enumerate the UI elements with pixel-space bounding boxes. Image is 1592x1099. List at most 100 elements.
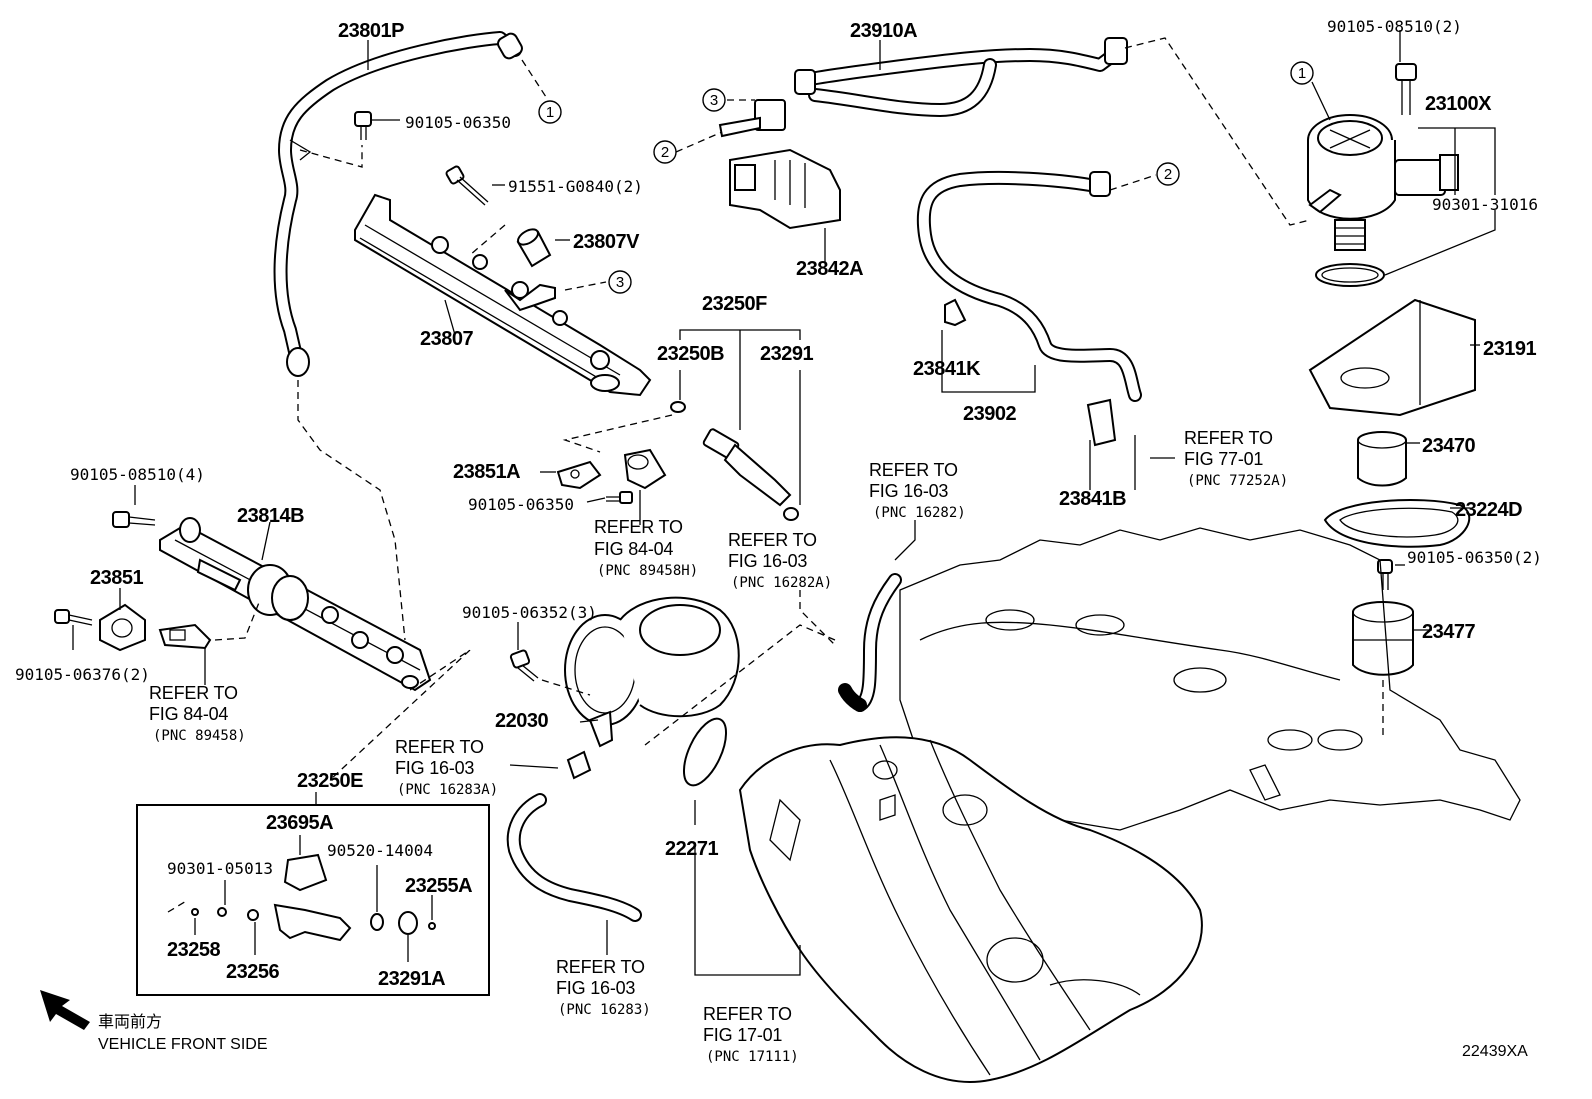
part-label-23256[interactable]: 23256 <box>226 961 280 983</box>
refer-line-3: (PNC 16282A) <box>731 575 832 591</box>
part-label-23814B[interactable]: 23814B <box>237 505 305 527</box>
insulator-23851-drawing <box>99 603 146 652</box>
refer-line-1: REFER TO <box>869 460 958 480</box>
callout-2-text: 2 <box>661 144 669 161</box>
callout-circle-2-b: 2 <box>1156 162 1180 186</box>
part-label-23291[interactable]: 23291 <box>760 343 814 365</box>
callout-circle-1-a: 1 <box>538 100 562 124</box>
part-label-90520-14004[interactable]: 90520-14004 <box>327 841 433 860</box>
part-label-23250B[interactable]: 23250B <box>657 343 725 365</box>
part-label-23477[interactable]: 23477 <box>1422 621 1476 643</box>
part-label-23851A[interactable]: 23851A <box>453 461 521 483</box>
refer-fig-16-03-16282[interactable]: REFER TO FIG 16-03 (PNC 16282) <box>869 460 966 521</box>
refer-line-3: (PNC 16283A) <box>397 782 498 798</box>
leader-lines <box>72 30 1496 976</box>
refer-fig-84-04-89458[interactable]: REFER TO FIG 84-04 (PNC 89458) <box>149 683 246 744</box>
part-label-22271[interactable]: 22271 <box>665 838 719 860</box>
part-label-23807[interactable]: 23807 <box>420 328 474 350</box>
refer-fig-77-01-77252A[interactable]: REFER TO FIG 77-01 (PNC 77252A) <box>1184 428 1288 489</box>
part-label-23841B[interactable]: 23841B <box>1059 488 1127 510</box>
refer-line-1: REFER TO <box>395 737 484 757</box>
part-label-23851[interactable]: 23851 <box>90 567 144 589</box>
part-label-90301-31016[interactable]: 90301-31016 <box>1432 195 1538 214</box>
injector-23250F-drawing <box>670 401 799 521</box>
part-label-23695A[interactable]: 23695A <box>266 812 334 834</box>
hose-pnc-16282-drawing <box>838 573 902 712</box>
part-label-90105-08510-4[interactable]: 90105-08510(4) <box>70 465 205 484</box>
part-label-23807V[interactable]: 23807V <box>573 231 641 253</box>
refer-line-2: FIG 16-03 <box>395 758 474 778</box>
refer-line-3: (PNC 17111) <box>706 1049 799 1065</box>
clamp-23841B-drawing <box>1086 398 1117 447</box>
part-label-23250F[interactable]: 23250F <box>702 293 768 315</box>
collar-23807V-drawing <box>516 228 552 268</box>
part-label-23801P[interactable]: 23801P <box>338 20 405 42</box>
refer-line-3: (PNC 89458H) <box>597 563 698 579</box>
refer-line-2: FIG 16-03 <box>728 551 807 571</box>
part-label-23224D[interactable]: 23224D <box>1455 499 1523 521</box>
diagram-id: 22439XA <box>1462 1043 1528 1060</box>
refer-line-3: (PNC 89458) <box>153 728 246 744</box>
refer-line-2: FIG 84-04 <box>594 539 673 559</box>
part-label-90105-06376-2[interactable]: 90105-06376(2) <box>15 665 150 684</box>
fuel-pipe-23801P-drawing <box>273 31 523 377</box>
housing-23477-drawing <box>1352 601 1414 676</box>
refer-line-1: REFER TO <box>703 1004 792 1024</box>
refer-line-1: REFER TO <box>149 683 238 703</box>
part-label-23250E[interactable]: 23250E <box>297 770 364 792</box>
part-label-90105-08510-2[interactable]: 90105-08510(2) <box>1327 17 1462 36</box>
sensor-pnc-89458-drawing <box>158 623 212 650</box>
hose-pnc-16283-drawing <box>506 793 642 922</box>
refer-line-2: FIG 77-01 <box>1184 449 1263 469</box>
engine-head-drawing <box>899 527 1521 831</box>
refer-fig-16-03-16282A[interactable]: REFER TO FIG 16-03 (PNC 16282A) <box>728 530 832 591</box>
fuel-delivery-pipe-23814B-drawing <box>159 517 432 692</box>
sensor-pnc-89458H-drawing <box>623 448 667 490</box>
part-label-23470[interactable]: 23470 <box>1422 435 1476 457</box>
refer-line-2: FIG 16-03 <box>869 481 948 501</box>
callout-3-text: 3 <box>710 92 718 109</box>
callout-2-text: 2 <box>1164 166 1172 183</box>
refer-line-1: REFER TO <box>728 530 817 550</box>
oring-90301-31016-drawing <box>1315 263 1385 287</box>
part-label-23902[interactable]: 23902 <box>963 403 1017 425</box>
part-label-22030[interactable]: 22030 <box>495 710 549 732</box>
callout-circle-3-a: 3 <box>702 88 726 112</box>
bolt-90105-06350-right-drawing <box>1377 559 1393 590</box>
refer-line-1: REFER TO <box>594 517 683 537</box>
refer-line-2: FIG 17-01 <box>703 1025 782 1045</box>
part-label-90301-05013[interactable]: 90301-05013 <box>167 859 273 878</box>
clip-23841K-drawing <box>944 298 967 327</box>
bolt-90105-06350-mid-drawing <box>606 491 633 504</box>
refer-line-3: (PNC 16282) <box>873 505 966 521</box>
part-label-91551-G0840[interactable]: 91551-G0840(2) <box>508 177 643 196</box>
hose-23910A-drawing <box>718 37 1128 138</box>
part-label-90105-06350-mid[interactable]: 90105-06350 <box>468 495 574 514</box>
refer-fig-84-04-89458H[interactable]: REFER TO FIG 84-04 (PNC 89458H) <box>594 517 698 579</box>
part-label-90105-06350-2[interactable]: 90105-06350(2) <box>1407 548 1542 567</box>
part-label-23842A[interactable]: 23842A <box>796 258 864 280</box>
refer-fig-16-03-16283[interactable]: REFER TO FIG 16-03 (PNC 16283) <box>556 957 651 1018</box>
refer-line-3: (PNC 77252A) <box>1187 473 1288 489</box>
lifter-23470-drawing <box>1357 431 1407 487</box>
refer-fig-17-01-17111[interactable]: REFER TO FIG 17-01 (PNC 17111) <box>703 1004 799 1065</box>
callout-circle-1-b: 1 <box>1290 61 1314 85</box>
fuel-delivery-pipe-23807-drawing <box>354 193 652 397</box>
part-label-23100X[interactable]: 23100X <box>1425 93 1493 115</box>
part-label-23258[interactable]: 23258 <box>167 939 221 961</box>
bolt-90105-06376-drawing <box>54 609 93 626</box>
vehicle-front-label-jp: 車両前方 <box>98 1013 162 1031</box>
vehicle-front-label-en: VEHICLE FRONT SIDE <box>98 1036 268 1053</box>
gasket-22271-drawing <box>682 717 728 787</box>
refer-fig-16-03-16283A[interactable]: REFER TO FIG 16-03 (PNC 16283A) <box>395 737 498 798</box>
callout-circle-3-b: 3 <box>608 270 632 294</box>
part-label-23291A[interactable]: 23291A <box>378 968 446 990</box>
part-label-23191[interactable]: 23191 <box>1483 338 1537 360</box>
part-label-23910A[interactable]: 23910A <box>850 20 918 42</box>
part-label-23255A[interactable]: 23255A <box>405 875 473 897</box>
part-label-23841K[interactable]: 23841K <box>913 358 982 380</box>
bolt-91551-drawing <box>445 165 489 206</box>
part-label-90105-06350[interactable]: 90105-06350 <box>405 113 511 132</box>
part-label-90105-06352-3[interactable]: 90105-06352(3) <box>462 603 597 622</box>
